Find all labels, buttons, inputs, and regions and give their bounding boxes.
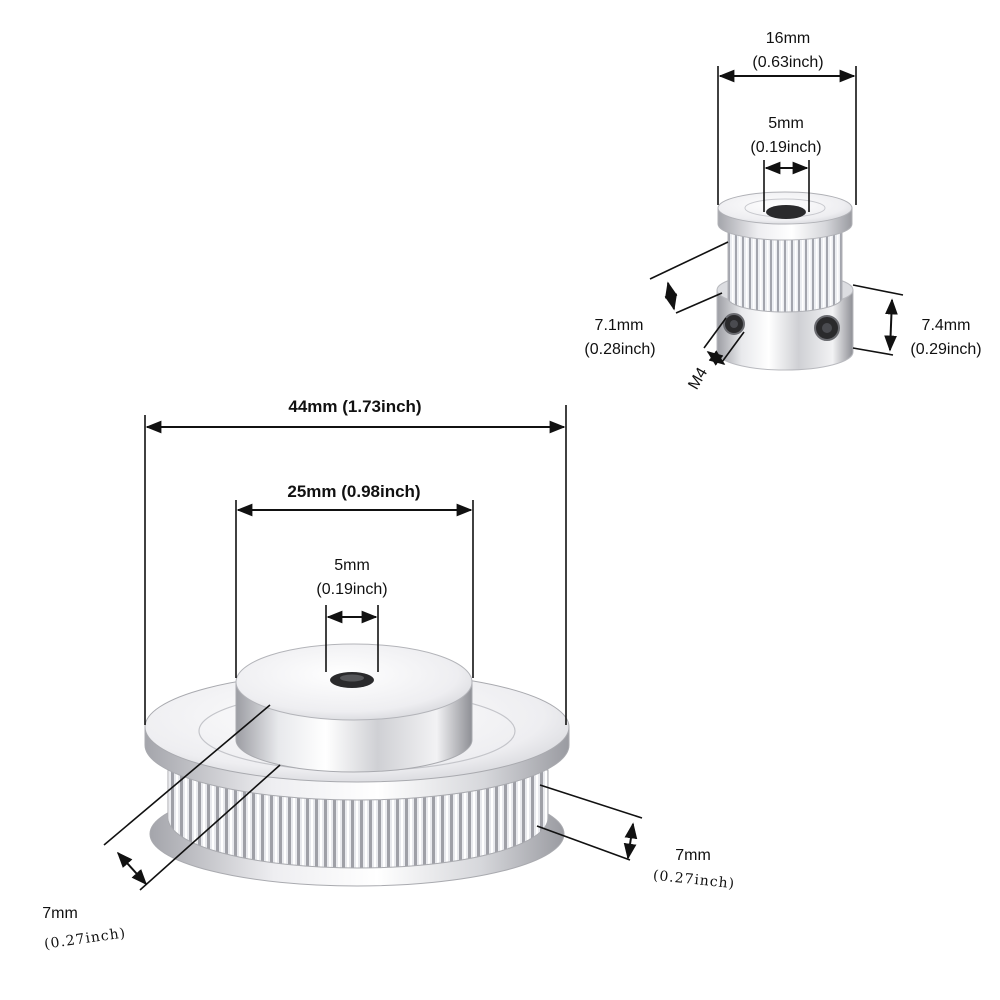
small-hub-height-inch: (0.29inch)	[910, 341, 981, 358]
small-pulley-teeth	[727, 227, 843, 313]
large-bore-mm: 5mm	[334, 557, 370, 574]
small-pulley-dimensions	[649, 66, 904, 366]
large-outer-diameter: 44mm (1.73inch)	[288, 397, 421, 416]
large-pulley	[144, 643, 570, 887]
small-pulley-labels: 16mm (0.63inch) 5mm (0.19inch) 7.1mm (0.…	[584, 30, 981, 393]
large-hub-height-mm: 7mm	[42, 905, 78, 922]
large-tooth-width-inch: (0.27inch)	[652, 868, 736, 893]
large-tooth-width-mm: 7mm	[675, 847, 711, 864]
set-screw-size: M4	[685, 365, 711, 393]
small-hub-height-mm: 7.4mm	[922, 317, 971, 334]
small-outer-diameter-mm: 16mm	[766, 30, 810, 47]
large-hub-diameter: 25mm (0.98inch)	[287, 482, 420, 501]
large-hub-height-inch: (0.27inch)	[43, 925, 127, 952]
small-tooth-width-mm: 7.1mm	[595, 317, 644, 334]
small-pulley	[716, 191, 854, 371]
small-outer-diameter-inch: (0.63inch)	[752, 54, 823, 71]
large-pulley-dimensions	[103, 405, 643, 891]
small-pulley-bore	[766, 205, 806, 219]
small-bore-mm: 5mm	[768, 115, 804, 132]
small-tooth-width-inch: (0.28inch)	[584, 341, 655, 358]
large-bore-inch: (0.19inch)	[316, 581, 387, 598]
small-bore-inch: (0.19inch)	[750, 139, 821, 156]
